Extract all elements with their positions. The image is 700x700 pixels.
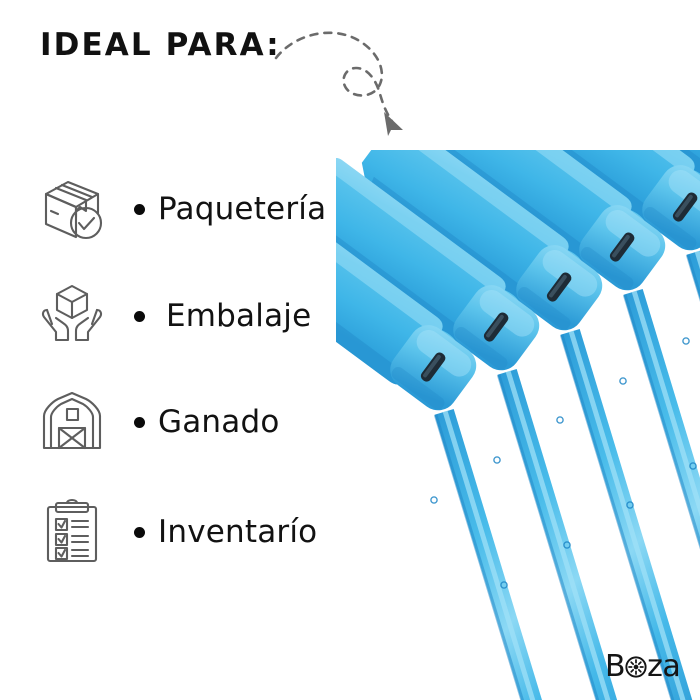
- bullet-point: [126, 416, 152, 428]
- brand-suffix: za: [647, 649, 681, 684]
- bullet-point: [126, 526, 152, 538]
- clipboard-checklist-icon: [36, 496, 108, 568]
- feature-label: Ganado: [158, 404, 280, 440]
- starburst-o-icon: [625, 651, 647, 678]
- feature-label: Embalaje: [166, 298, 312, 334]
- barn-icon: [36, 386, 108, 458]
- feature-row-embalaje: Embalaje: [36, 273, 386, 359]
- page-title: IDEAL PARA:: [40, 27, 281, 63]
- curly-dashed-arrow-icon: [274, 31, 403, 136]
- strap-detail-dots: [430, 337, 697, 589]
- feature-row-ganado: Ganado: [36, 379, 386, 465]
- bullet-point: [126, 203, 152, 215]
- feature-row-paqueteria: Paquetería: [36, 166, 386, 252]
- package-box-check-icon: [36, 173, 108, 245]
- brand-logo: B za: [605, 649, 681, 684]
- feature-label: Paquetería: [158, 191, 327, 227]
- hands-holding-box-icon: [36, 280, 108, 352]
- feature-label: Inventarío: [158, 514, 318, 550]
- brand-prefix: B: [605, 649, 626, 684]
- bullet-point: [126, 310, 152, 322]
- feature-row-inventario: Inventarío: [36, 489, 386, 575]
